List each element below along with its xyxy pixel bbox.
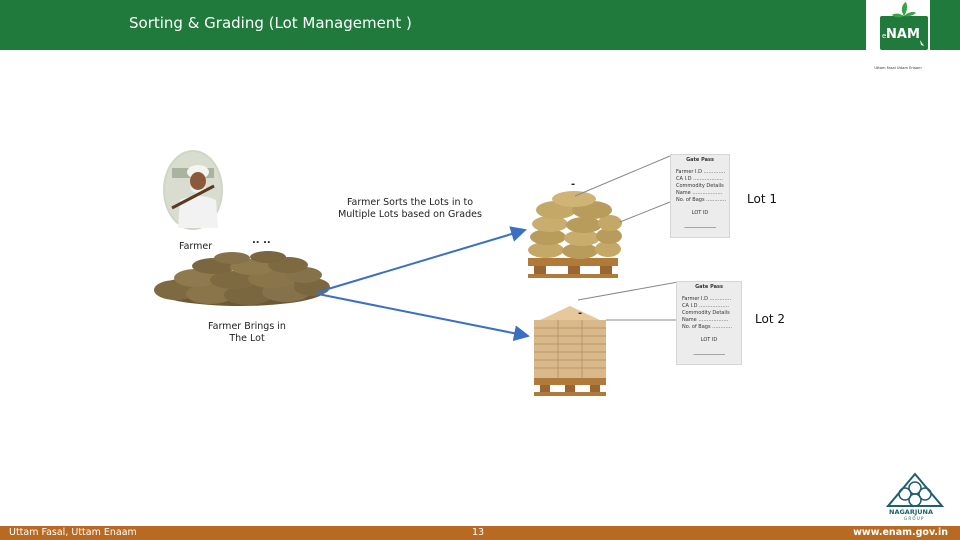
dots-marker: .. .. [252,235,271,246]
gate-pass-row: Name ……………… [676,190,723,196]
gate-pass-row: Farmer I.D …………. [682,296,732,302]
gate-pass-lot1: Gate Pass Farmer I.D …………. CA I.D ………………… [670,154,730,238]
gate-pass-row: Commodity Details [676,183,724,189]
page-number: 13 [472,527,485,538]
lot1-connector-bottom [619,199,676,223]
footer-slogan: Uttam Fasal, Uttam Enaam [9,527,137,538]
svg-text:G R O U P: G R O U P [904,516,924,521]
arrow-to-lot1 [317,226,527,293]
lot1-pallet [528,191,622,278]
gate-pass-row: Name ……………… [682,317,729,323]
svg-text:NAGARJUNA: NAGARJUNA [889,508,933,516]
nagarjuna-logo: NAGARJUNA G R O U P [885,472,945,521]
sack-pile [154,251,330,306]
lot1-connector-top [574,155,671,197]
svg-text:e: e [882,32,886,40]
sorts-label: Farmer Sorts the Lots in to Multiple Lot… [338,197,482,220]
footer-bar: Uttam Fasal, Uttam Enaam 13 www.enam.gov… [0,526,960,540]
footer-website-link[interactable]: www.enam.gov.in [853,527,948,538]
gate-pass-line: ——————— [684,225,716,231]
gate-pass-lot-id: LOT ID [700,337,718,343]
lot2-connector-top [577,281,679,301]
page-title: Sorting & Grading (Lot Management ) [129,14,412,32]
lot1-marker: - [571,179,576,190]
lot2-pallet [534,306,606,396]
enam-logo-icon: NAM e [866,0,930,62]
lot1-label: Lot 1 [747,192,777,206]
svg-text:NAM: NAM [886,27,920,42]
header-bar: Sorting & Grading (Lot Management ) [0,0,960,50]
gate-pass-row: CA I.D ……………… [682,303,730,309]
gate-pass-row: Commodity Details [682,310,730,316]
lot2-label: Lot 2 [755,312,785,326]
gate-pass-row: No. of Bags ………… [682,324,733,330]
gate-pass-lot-id: LOT ID [691,210,709,216]
lot2-marker: - [578,308,583,319]
gate-pass-row: CA I.D ……………… [676,176,724,182]
farmer-label: Farmer [179,241,213,252]
farmer-photo [163,150,223,230]
arrow-to-lot2 [317,293,530,342]
gate-pass-row: Farmer I.D …………. [676,169,726,175]
gate-pass-row: No. of Bags ………… [676,197,727,203]
enam-logo: NAM e [866,0,930,62]
logo-tagline: Uttam Fasal Uttam Enaam [874,66,922,70]
gate-pass-lot2: Gate Pass Farmer I.D …………. CA I.D ………………… [676,281,742,365]
gate-pass-title: Gate Pass [686,157,714,163]
gate-pass-line: ——————— [693,352,725,358]
brings-label: Farmer Brings in The Lot [208,321,286,344]
gate-pass-title: Gate Pass [695,284,723,290]
